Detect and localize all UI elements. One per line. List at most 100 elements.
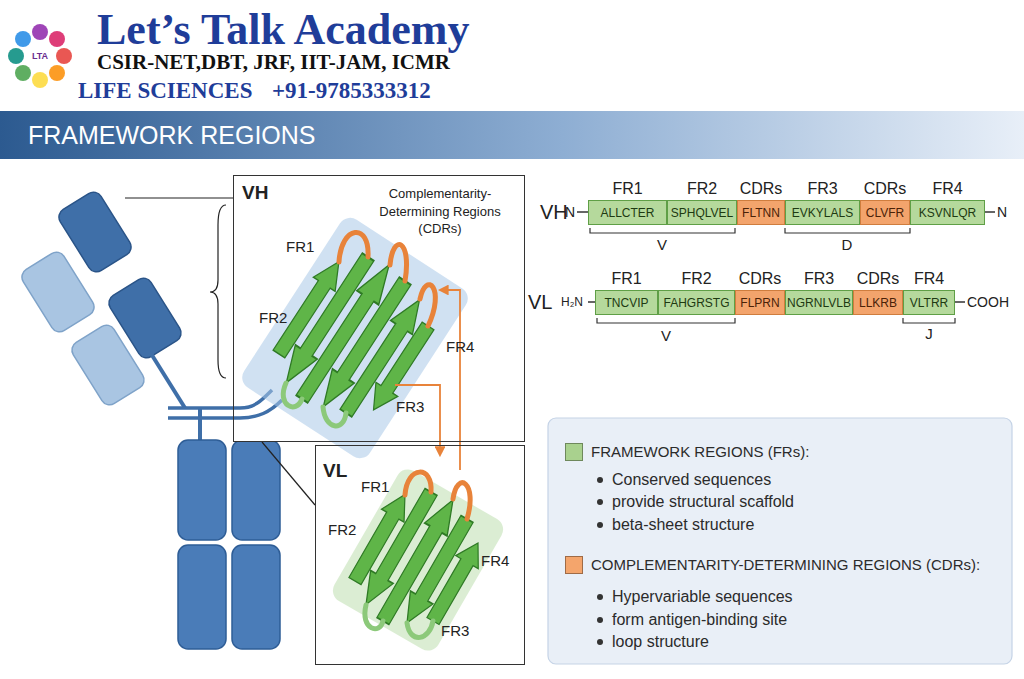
gene-segment-label: V [661,327,671,345]
brand-name: Let’s Talk Academy [97,4,469,57]
logo-dot [8,48,24,64]
legend-panel [548,418,1012,664]
chain-label: VH [540,200,568,224]
cdr-segment: CDRsFLTNN [737,200,785,225]
legend-bullet-text: Conserved sequences [612,470,771,489]
framework-segment: FR3NGRNLVLB [785,290,853,315]
segment-bracket [785,228,910,233]
terminus-label: COOH [967,294,1009,311]
bullet-dot [597,594,603,600]
page-title: FRAMEWORK REGIONS [28,120,316,150]
panel-background [315,445,525,665]
cdr-pairing-line [440,290,460,470]
cdr-loop [390,245,407,281]
framework-segment: FR2FAHGRSTG [658,290,735,315]
framework-loop [323,407,346,426]
chain-label: VL [528,290,552,314]
sequence-text: FLTNN [738,207,784,219]
cdr-segment: CDRsLLKRB [853,290,903,315]
logo-dot [15,31,31,47]
legend-bullet-text: beta-sheet structure [612,515,754,534]
legend-swatch [565,556,583,574]
cdr-loop [453,483,470,519]
sequence-text: ALLCTER [589,207,666,219]
sheet-backing [238,213,473,462]
sequence-text: FAHGRSTG [659,297,734,309]
cdr-loop [405,472,431,495]
region-label: FR1 [361,478,389,496]
logo-text: LTA [32,51,48,62]
framework-loop [407,621,433,637]
cdr-segment: CDRsCLVFR [860,200,910,225]
bullet-dot [597,499,603,505]
region-header: FR4 [932,179,962,198]
bullet-dot [597,477,603,483]
cdr-segment: CDRsFLPRN [735,290,785,315]
region-header: FR4 [914,269,944,288]
zoom-line [125,197,233,198]
legend-bullet-text: loop structure [612,632,709,651]
region-header: FR1 [612,179,642,198]
framework-segment: FR1ALLCTER [588,200,667,225]
logo-center [25,41,55,71]
legend-bullet-text: Hypervariable sequences [612,587,793,606]
sequence-text: EVKYLALS [786,207,859,219]
fc-domain [232,545,280,649]
exam-list: CSIR-NET,DBT, JRF, IIT-JAM, ICMR [97,50,450,75]
logo-dot [15,65,31,81]
arm-linker [150,352,185,408]
logo-dot [49,65,65,81]
region-header: CDRs [739,269,782,288]
sequence-text: TNCVIP [596,297,657,309]
region-header: CDRs [864,179,907,198]
terminus-dash [955,301,965,303]
legend-heading: COMPLEMENTARITY-DETERMINING REGIONS (CDR… [591,556,980,574]
sequence-text: FLPRN [736,297,784,309]
terminus-label: H₂N [561,295,583,309]
terminus-dash [985,211,995,213]
gene-segment-label: D [842,236,853,254]
beta-strand [422,537,490,628]
sequence-text: CLVFR [861,207,909,219]
sequence-text: LLKRB [854,297,902,309]
gene-segment-label: J [925,325,933,343]
zoom-line [262,442,315,505]
region-header: FR1 [611,269,641,288]
beta-strand [363,319,439,417]
region-header: FR2 [681,269,711,288]
region-label: FR3 [396,398,424,416]
region-header: FR2 [687,179,717,198]
framework-segment: FR3EVKYLALS [785,200,860,225]
legend-bullet-text: form antigen-binding site [612,610,787,629]
subject-name: LIFE SCIENCES [78,77,252,105]
logo-dot [56,48,72,64]
framework-segment: FR4VLTRR [903,290,955,315]
logo-dot [49,31,65,47]
framework-loop [365,605,383,629]
heavy-chain-domain [56,189,135,275]
sequence-text: VLTRR [904,297,954,309]
vh-beta-sheet [238,213,473,462]
bullet-dot [597,522,603,528]
panel-title: VH [242,182,268,205]
region-label: FR4 [481,552,509,570]
hinge-chain [168,400,282,418]
region-label: FR2 [259,309,287,327]
framework-segment: FR4KSVNLQR [910,200,985,225]
legend-swatch [565,443,583,461]
vl-domain-panel: VLFR1FR2FR4FR3 [315,445,525,665]
zoom-brace [210,205,226,378]
terminus-dash [588,301,595,303]
terminus-dash [577,211,588,213]
cdr-loop [339,232,368,262]
region-header: CDRs [740,179,783,198]
fc-domain [178,440,226,540]
sheet-backing [329,465,508,655]
segment-bracket [590,228,735,233]
vh-domain-panel: VHComplementarity-Determining Regions (C… [233,175,525,442]
region-label: FR4 [446,338,474,356]
sequence-text: NGRNLVLB [786,297,852,309]
region-header: FR3 [807,179,837,198]
sequence-text: KSVNLQR [911,207,984,219]
